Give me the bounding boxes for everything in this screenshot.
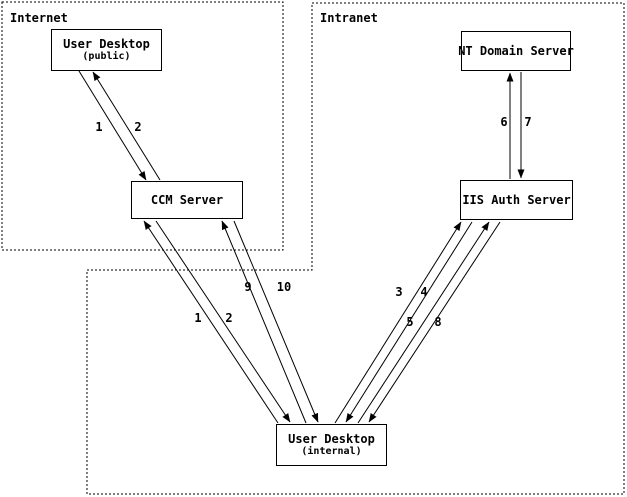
node-user-desktop-public: User Desktop (public): [51, 29, 162, 71]
node-subtitle: (public): [82, 51, 131, 62]
arrow-step-label-9: 9: [244, 280, 252, 294]
intranet-zone-label: Intranet: [320, 11, 378, 25]
arrow-ccm-server-to-user-desktop-internal: [233, 220, 319, 423]
node-iis-auth-server: IIS Auth Server: [460, 180, 573, 220]
internet-zone-label: Internet: [10, 11, 68, 25]
arrow-step-label-2: 2: [225, 311, 233, 325]
arrow-step-label-3: 3: [395, 285, 403, 299]
node-title: User Desktop: [288, 432, 375, 446]
node-subtitle: (internal): [301, 446, 362, 457]
arrow-user-desktop-public-to-ccm-server: [78, 70, 147, 181]
arrow-step-label-4: 4: [420, 285, 428, 299]
internet-zone-outline: [1, 1, 284, 251]
arrow-step-label-8: 8: [434, 315, 442, 329]
arrow-user-desktop-internal-to-iis-auth-server: [334, 221, 462, 424]
arrow-step-label-10: 10: [276, 280, 292, 294]
arrow-step-label-2: 2: [134, 120, 142, 134]
arrows-group: [78, 70, 525, 424]
arrow-iis-auth-server-to-user-desktop-internal: [345, 221, 473, 423]
node-ccm-server: CCM Server: [131, 181, 243, 219]
arrow-step-label-6: 6: [500, 115, 508, 129]
arrow-step-label-1: 1: [194, 311, 202, 325]
arrow-ccm-server-to-user-desktop-internal: [155, 220, 291, 423]
arrow-iis-auth-server-to-user-desktop-internal: [368, 221, 501, 423]
node-title: NT Domain Server: [458, 43, 574, 58]
arrow-step-label-7: 7: [524, 115, 532, 129]
node-nt-domain-server: NT Domain Server: [458, 31, 574, 71]
arrow-ccm-server-to-user-desktop-public: [92, 71, 161, 181]
intranet-zone-outline: [86, 2, 625, 495]
node-user-desktop-internal: User Desktop (internal): [276, 424, 387, 466]
node-title: User Desktop: [63, 37, 150, 51]
node-title: CCM Server: [150, 192, 224, 207]
arrow-user-desktop-internal-to-iis-auth-server: [357, 221, 490, 424]
arrow-step-label-5: 5: [406, 315, 414, 329]
arrow-user-desktop-internal-to-ccm-server: [143, 220, 279, 424]
node-title: IIS Auth Server: [462, 192, 571, 207]
arrow-step-label-1: 1: [95, 120, 103, 134]
arrow-user-desktop-internal-to-ccm-server: [221, 220, 307, 424]
